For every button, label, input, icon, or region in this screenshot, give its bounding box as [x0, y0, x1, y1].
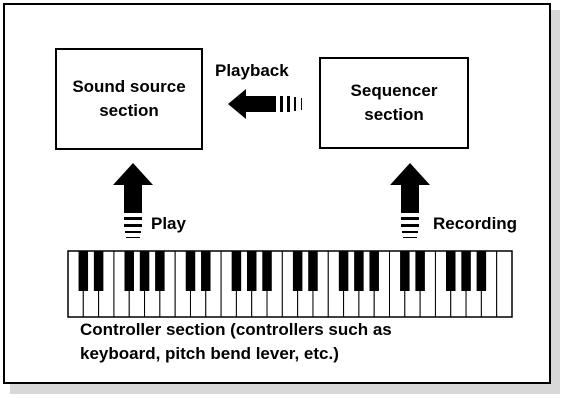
black-key	[246, 251, 257, 291]
recording-label: Recording	[433, 214, 518, 233]
black-key	[231, 251, 242, 291]
play-label: Play	[151, 214, 186, 233]
black-key	[262, 251, 272, 291]
black-key	[338, 251, 349, 291]
black-key	[292, 251, 303, 291]
sound-source-line1: Sound source	[72, 77, 186, 96]
black-key	[155, 251, 165, 291]
black-key	[354, 251, 364, 291]
black-key	[400, 251, 410, 291]
playback-arrow-icon	[228, 89, 302, 119]
black-key	[461, 251, 471, 291]
playback-label: Playback	[215, 61, 289, 80]
controller-section-label: Controller section (controllers such as …	[80, 318, 480, 366]
keyboard-icon	[67, 250, 513, 318]
controller-line1: Controller section (controllers such as	[80, 320, 392, 339]
sequencer-box: Sequencer section	[319, 57, 469, 149]
black-key	[139, 251, 150, 291]
sequencer-line1: Sequencer	[350, 81, 438, 100]
sound-source-box: Sound source section	[55, 48, 203, 150]
sequencer-line2: section	[364, 105, 424, 124]
sound-source-line2: section	[99, 101, 159, 120]
play-arrow-icon	[113, 163, 153, 238]
black-key	[124, 251, 134, 291]
black-key	[308, 251, 318, 291]
black-key	[201, 251, 211, 291]
controller-line2: keyboard, pitch bend lever, etc.)	[80, 344, 339, 363]
black-key	[369, 251, 379, 291]
black-key	[415, 251, 425, 291]
black-key	[446, 251, 456, 291]
black-key	[476, 251, 487, 291]
keyboard-outline	[67, 250, 513, 318]
recording-arrow-icon	[390, 163, 430, 238]
white-key	[496, 250, 513, 318]
black-key	[185, 251, 196, 291]
black-key	[78, 251, 89, 291]
black-key	[93, 251, 104, 291]
